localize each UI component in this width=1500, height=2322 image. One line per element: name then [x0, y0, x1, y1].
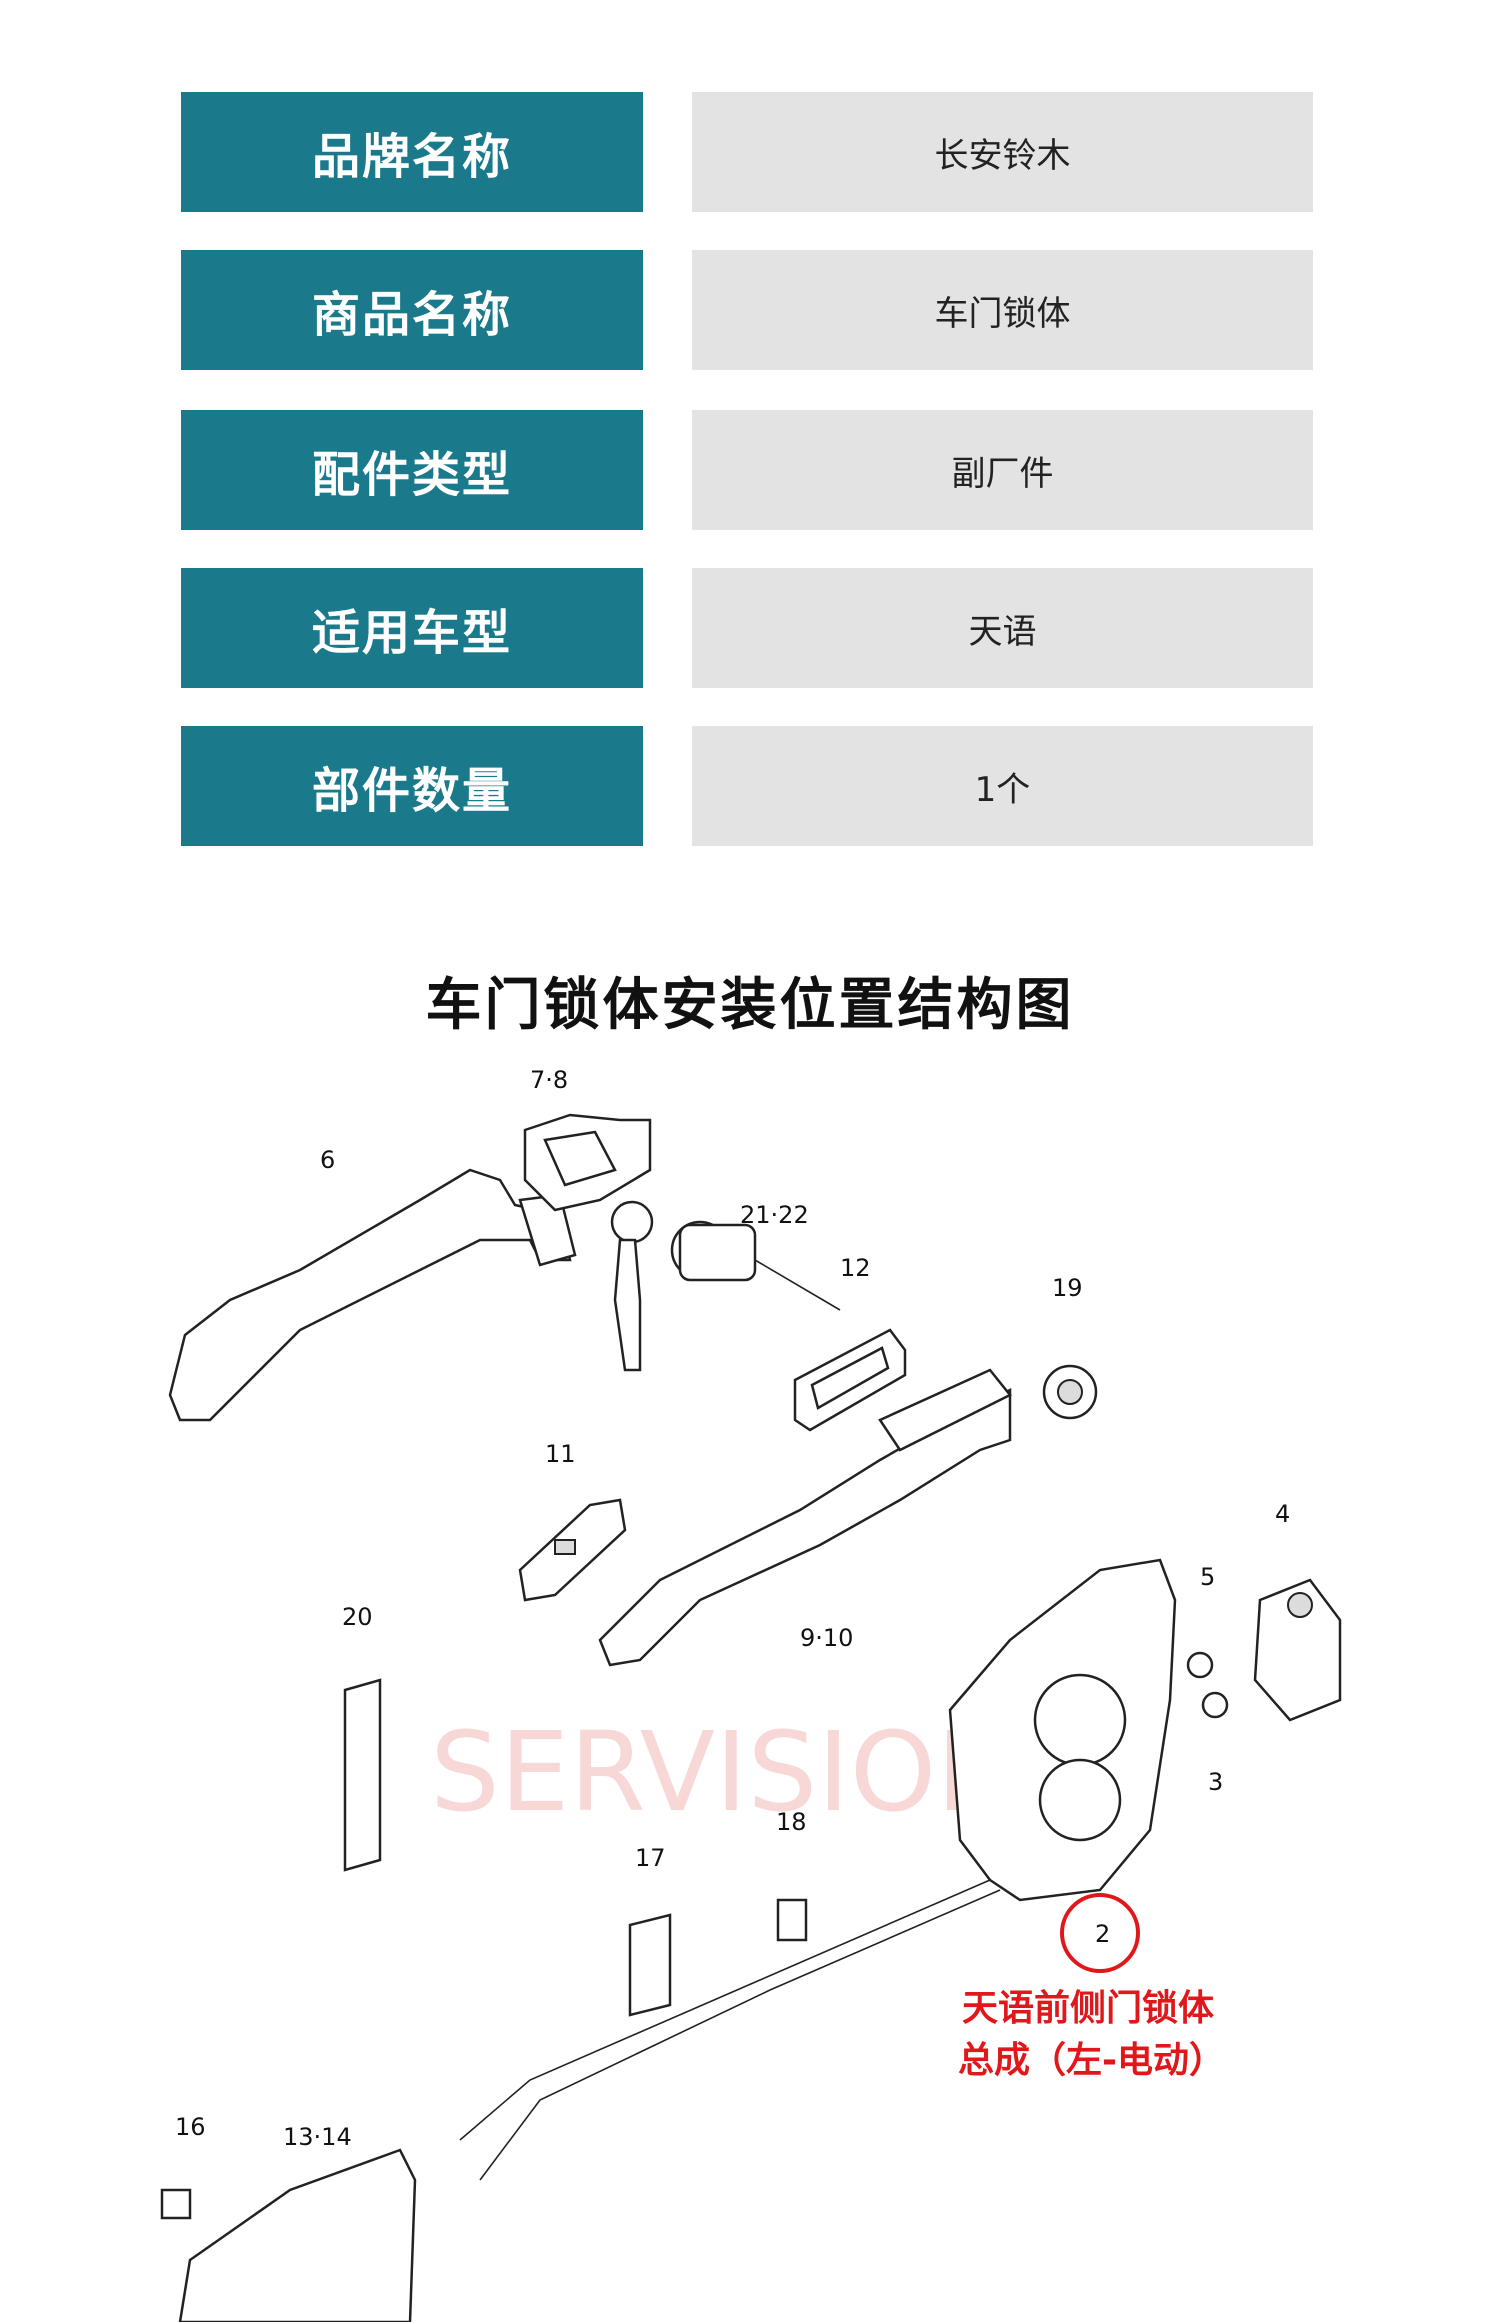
outer-door-handle [168, 1168, 577, 1422]
spec-row-type: 配件类型 副厂件 [0, 410, 1500, 530]
spec-row-quantity: 部件数量 1个 [0, 726, 1500, 846]
label-2: 2 [1095, 1920, 1110, 1948]
label-19: 19 [1052, 1274, 1083, 1302]
label-20: 20 [342, 1603, 373, 1631]
door-lock-body [459, 1558, 1177, 2181]
spec-row-product: 商品名称 车门锁体 [0, 250, 1500, 370]
spec-value: 天语 [692, 568, 1313, 688]
exploded-parts-diagram: SERVISION [160, 1066, 1342, 2322]
diagram-title: 车门锁体安装位置结构图 [425, 973, 1075, 1038]
spec-label: 部件数量 [181, 726, 643, 846]
label-5: 5 [1200, 1563, 1215, 1591]
clip-18 [776, 1898, 808, 1942]
lock-cylinder-and-key [610, 1200, 841, 1372]
label-4: 4 [1275, 1500, 1290, 1528]
trim-pad-17 [628, 1913, 672, 2017]
callout-line-2: 总成（左-电动） [958, 2040, 1225, 2081]
inner-handle-13-14 [178, 2148, 417, 2322]
spec-value: 副厂件 [692, 410, 1313, 530]
label-7-8: 7·8 [530, 1066, 568, 1094]
label-17: 17 [635, 1844, 666, 1872]
spec-label: 适用车型 [181, 568, 643, 688]
screw-3 [1201, 1691, 1229, 1719]
label-11: 11 [545, 1440, 576, 1468]
label-9-10: 9·10 [800, 1624, 853, 1652]
spec-label: 品牌名称 [181, 92, 643, 212]
spec-value: 长安铃木 [692, 92, 1313, 212]
spec-row-brand: 品牌名称 长安铃木 [0, 92, 1500, 212]
spec-label: 商品名称 [181, 250, 643, 370]
inner-bracket [518, 1498, 627, 1602]
callout-line-1: 天语前侧门锁体 [962, 1988, 1214, 2029]
spec-label: 配件类型 [181, 410, 643, 530]
trim-pad-20 [343, 1678, 382, 1872]
striker-4 [1253, 1578, 1342, 1722]
watermark: SERVISION [430, 1708, 1019, 1836]
label-21-22: 21·22 [740, 1201, 809, 1229]
spec-value: 1个 [692, 726, 1313, 846]
spec-value: 车门锁体 [692, 250, 1313, 370]
clip-16 [160, 2188, 192, 2220]
handle-frame [598, 1368, 1012, 1667]
highlight-circle [1060, 1893, 1140, 1973]
grommet [1042, 1364, 1098, 1420]
label-13-14: 13·14 [283, 2123, 352, 2151]
spec-row-model: 适用车型 天语 [0, 568, 1500, 688]
label-18: 18 [776, 1808, 807, 1836]
screw-5 [1186, 1651, 1214, 1679]
handle-cover [523, 1113, 652, 1212]
handle-gasket [793, 1328, 907, 1432]
label-12: 12 [840, 1254, 871, 1282]
label-3: 3 [1208, 1768, 1223, 1796]
label-16: 16 [175, 2113, 206, 2141]
label-6: 6 [320, 1146, 335, 1174]
